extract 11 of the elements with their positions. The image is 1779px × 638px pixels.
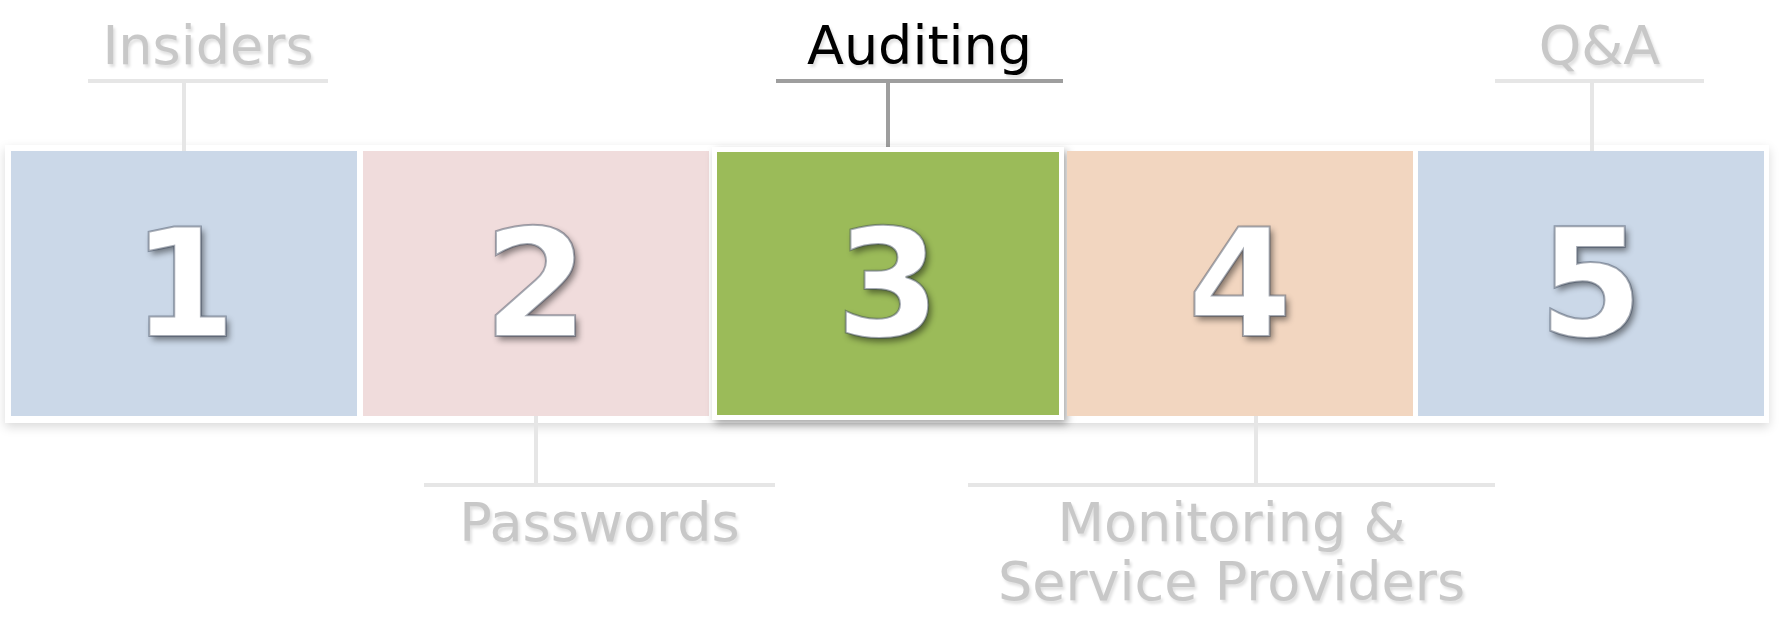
- topic-label: Auditing: [776, 15, 1063, 83]
- step-box: [1418, 151, 1764, 416]
- step-number: 5: [1538, 208, 1644, 359]
- step-number: 2: [483, 208, 589, 359]
- step-box: [11, 151, 357, 416]
- step-number: 1: [131, 208, 237, 359]
- step-number: 4: [1187, 208, 1293, 359]
- leader-line: [886, 83, 890, 147]
- step-box: [1067, 151, 1413, 416]
- step-box: [363, 151, 709, 416]
- step-number: 3: [835, 208, 941, 359]
